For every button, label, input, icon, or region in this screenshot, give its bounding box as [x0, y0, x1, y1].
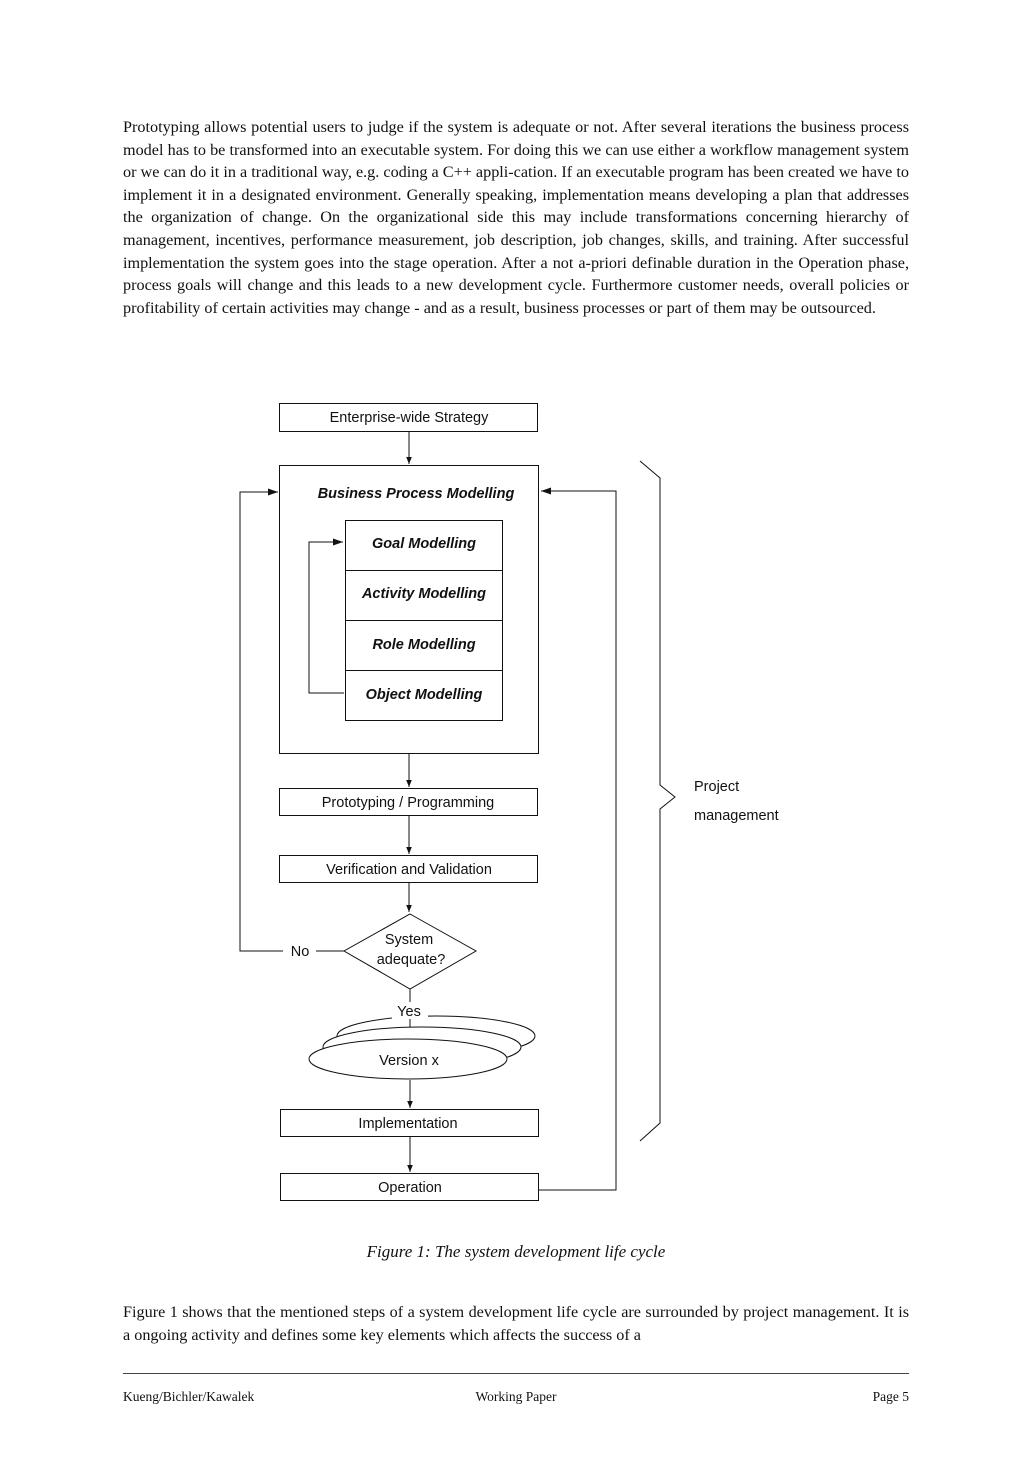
object-modelling-label: Object Modelling: [366, 687, 483, 703]
implementation-label: Implementation: [358, 1116, 457, 1132]
footer-page-number: Page 5: [872, 1389, 909, 1404]
role-modelling-label: Role Modelling: [372, 637, 475, 653]
prototyping-label: Prototyping / Programming: [322, 795, 494, 811]
strategy-box: [279, 403, 538, 432]
decision-label-line2: adequate?: [377, 952, 446, 968]
operation-loop-arrow: [539, 487, 617, 1191]
operation-box: [280, 1173, 539, 1201]
operation-label: Operation: [378, 1180, 442, 1196]
pm-label-line1: Project: [694, 779, 739, 795]
bpm-label: Business Process Modelling: [318, 486, 515, 502]
goal-modelling-label: Goal Modelling: [372, 536, 476, 552]
version-ellipse: [308, 1038, 508, 1080]
no-label: No: [291, 944, 310, 960]
pm-label-line2: management: [694, 808, 779, 824]
version-label: Version x: [379, 1053, 439, 1069]
figure-caption: Figure 1: The system development life cy…: [366, 1242, 666, 1261]
verification-box: [279, 855, 538, 883]
decision-label-line1: System: [385, 932, 433, 948]
strategy-label: Enterprise-wide Strategy: [330, 410, 490, 426]
bpm-box: [279, 465, 539, 754]
footer-rule: [123, 1373, 909, 1374]
yes-label: Yes: [397, 1004, 421, 1020]
verification-label: Verification and Validation: [326, 862, 492, 878]
footer-authors: Kueng/Bichler/Kawalek: [123, 1389, 255, 1404]
inner-loop-arrow: [308, 538, 344, 694]
body-paragraph: Figure 1 shows that the mentioned steps …: [123, 1303, 909, 1344]
project-management-brace: [639, 460, 676, 1142]
no-loop-arrow: [239, 488, 283, 952]
activity-modelling-label: Activity Modelling: [361, 586, 486, 602]
prototyping-box: [279, 788, 538, 816]
intro-paragraph: Prototyping allows potential users to ju…: [123, 118, 909, 317]
footer-doc-type: Working Paper: [475, 1389, 557, 1404]
implementation-box: [280, 1109, 539, 1137]
